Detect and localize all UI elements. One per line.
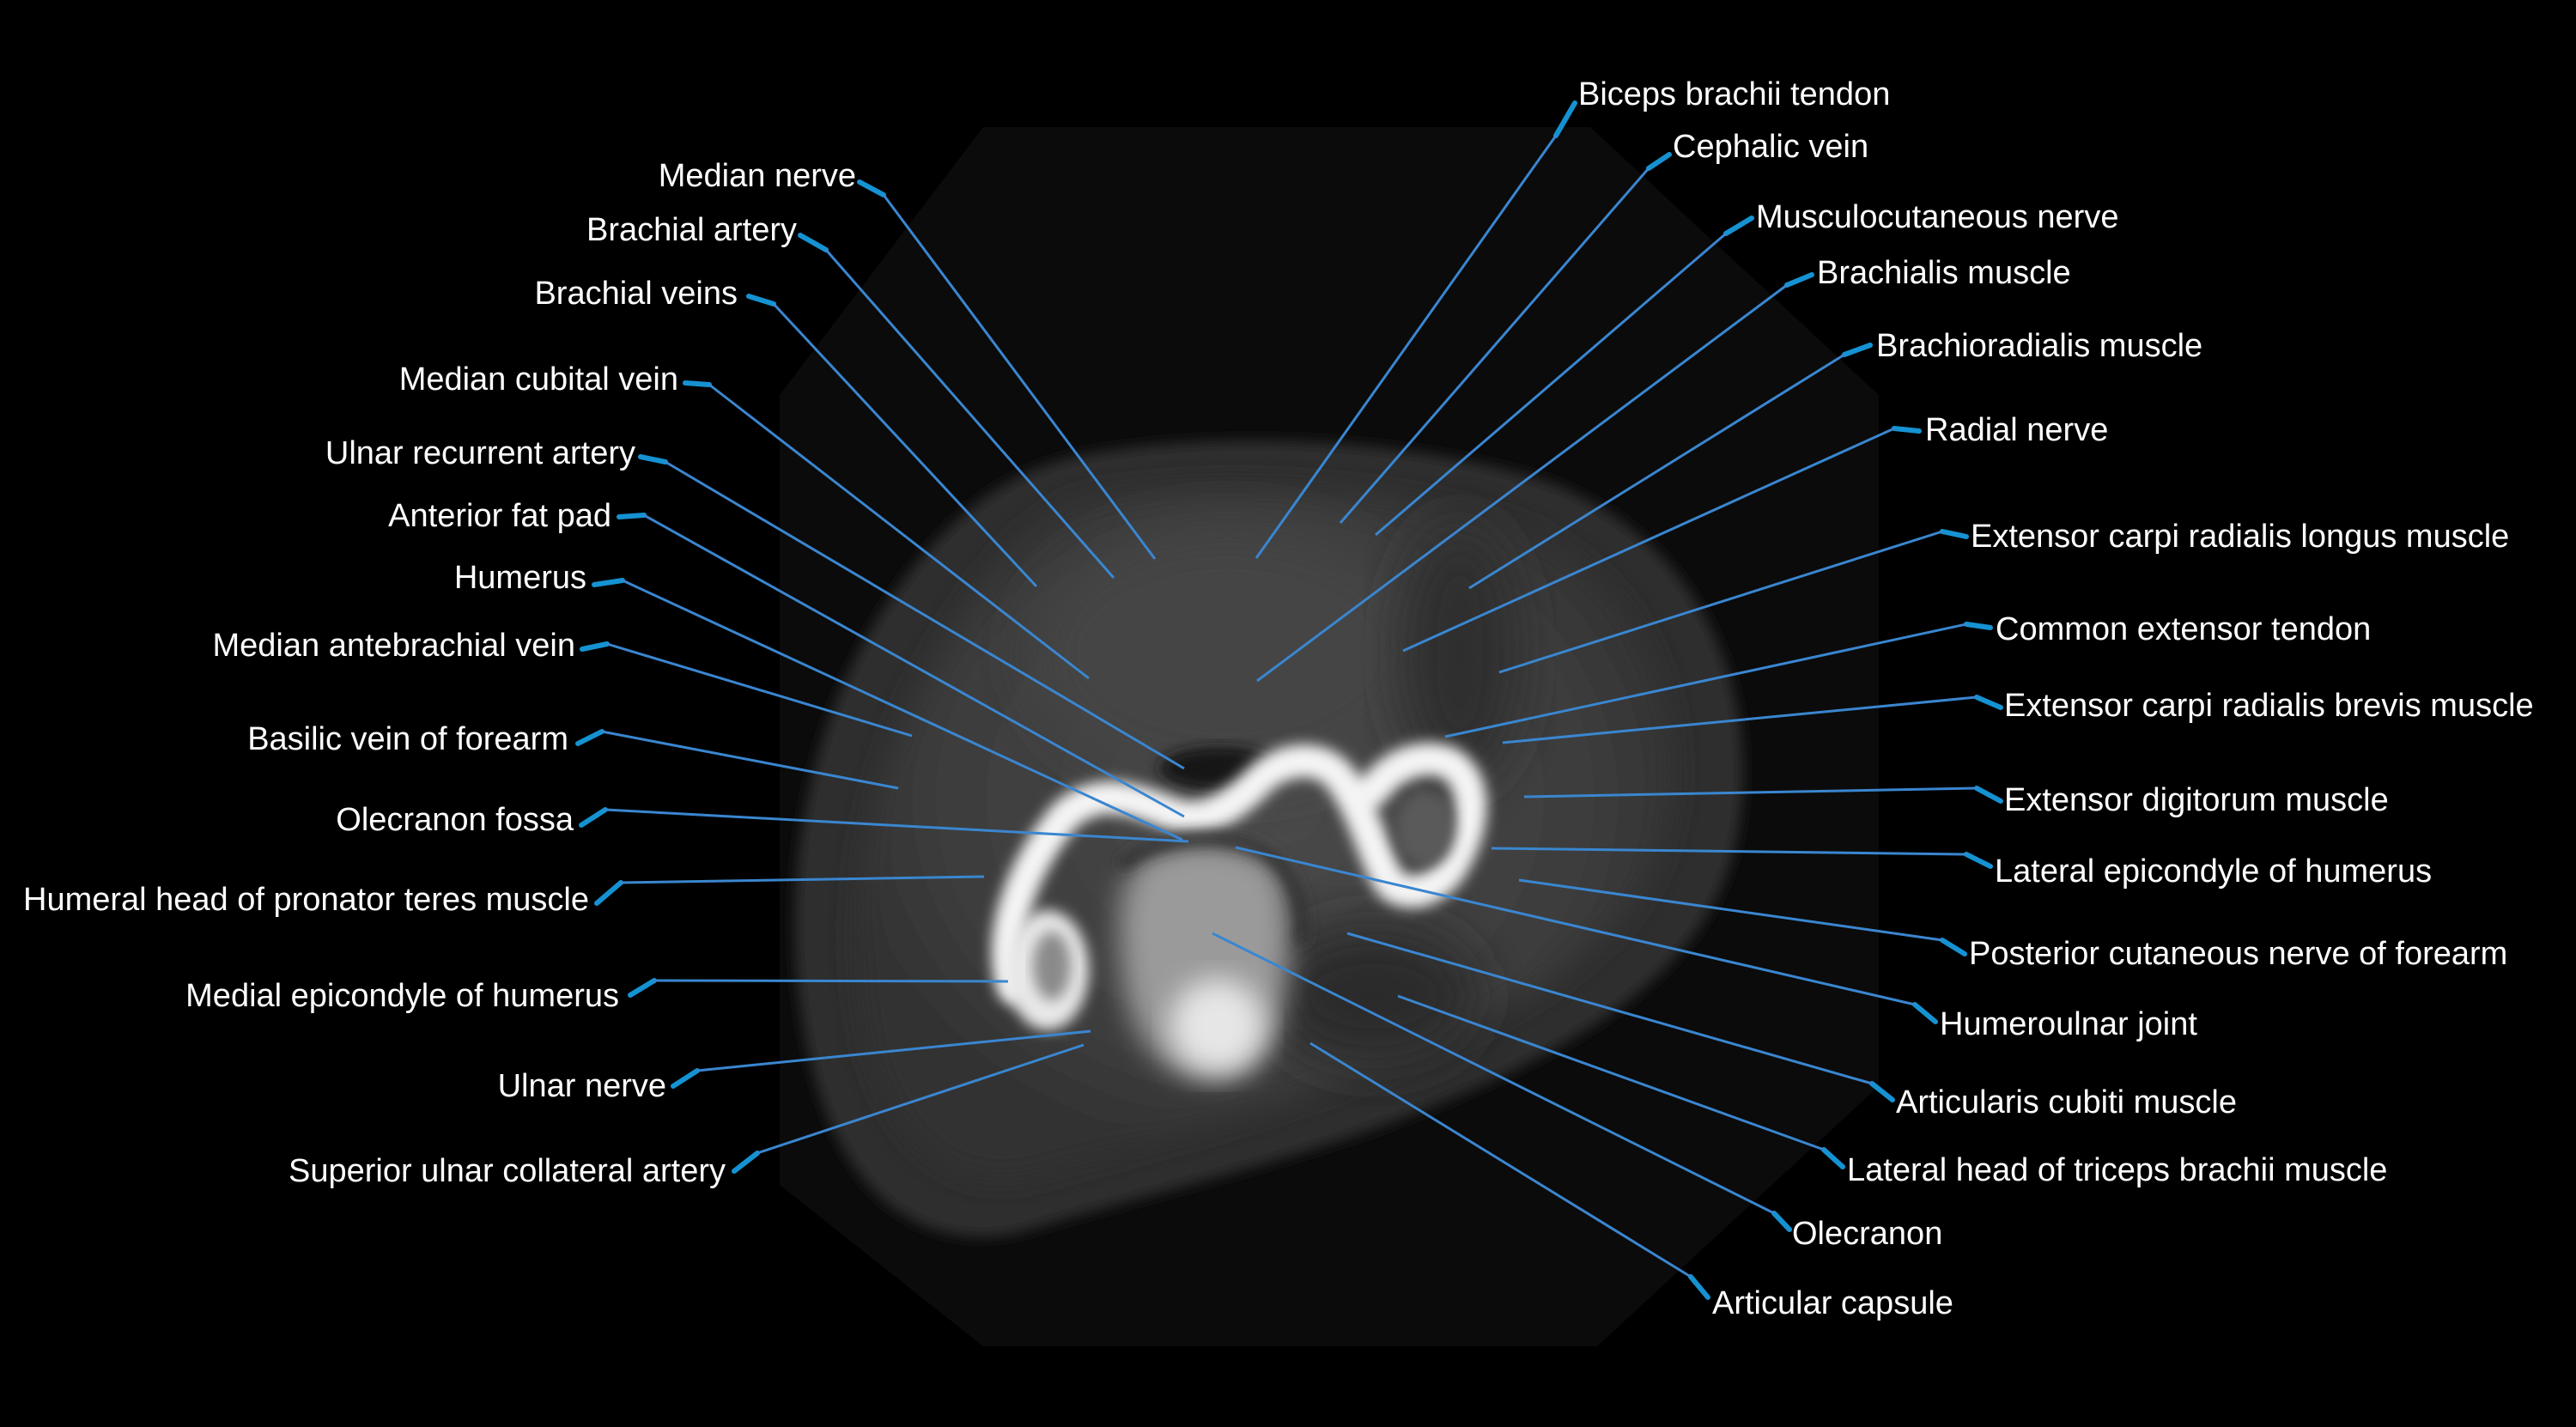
leader-line — [1212, 932, 1775, 1215]
label-extensor-digitorum-muscle: Extensor digitorum muscle — [2004, 782, 2389, 818]
leader-line — [1346, 932, 1873, 1085]
leader-stub — [1964, 852, 1993, 869]
label-olecranon-fossa: Olecranon fossa — [336, 802, 574, 838]
label-humerus: Humerus — [453, 560, 586, 596]
leader-line — [696, 1029, 1091, 1072]
leader-line — [643, 513, 1185, 818]
leader-line — [882, 194, 1157, 560]
label-brachioradialis-muscle: Brachioradialis muscle — [1876, 328, 2203, 364]
leader-line — [1375, 232, 1727, 537]
label-radial-nerve: Radial nerve — [1925, 412, 2109, 448]
leader-stub — [1940, 938, 1967, 956]
leader-stub — [579, 807, 608, 828]
label-humeral-head-of-pronator-teres-muscle: Humeral head of pronator teres muscle — [23, 882, 589, 918]
leader-stub — [638, 454, 668, 465]
label-brachial-veins: Brachial veins — [534, 276, 738, 312]
label-median-nerve: Median nerve — [658, 158, 856, 194]
label-biceps-brachii-tendon: Biceps brachii tendon — [1578, 76, 1891, 112]
leader-lines — [575, 100, 2003, 1300]
leader-stub — [1688, 1274, 1710, 1300]
leader-stub — [1940, 529, 1969, 539]
label-median-antebrachial-vein: Median antebrachial vein — [212, 628, 576, 664]
leader-stub — [746, 294, 776, 307]
leader-line — [1339, 167, 1650, 524]
leader-stub — [1771, 1211, 1792, 1232]
leader-stub — [617, 513, 647, 519]
leader-line — [756, 1043, 1084, 1155]
leader-line — [1235, 846, 1916, 1006]
leader-line — [1502, 695, 1978, 744]
leader-line — [1523, 786, 1978, 799]
leader-line — [1468, 353, 1845, 590]
label-superior-ulnar-collateral-artery: Superior ulnar collateral artery — [288, 1153, 726, 1189]
leader-stub — [1869, 1081, 1895, 1102]
label-extensor-carpi-radialis-brevis-muscle: Extensor carpi radialis brevis muscle — [2004, 688, 2534, 724]
leader-line — [1498, 530, 1943, 674]
leader-line — [1402, 427, 1895, 653]
label-extensor-carpi-radialis-longus-muscle: Extensor carpi radialis longus muscle — [1971, 519, 2510, 555]
leader-line — [1309, 1041, 1692, 1278]
leader-stub — [683, 380, 712, 387]
leader-line — [1491, 847, 1967, 856]
leader-stub — [575, 729, 605, 746]
leader-line — [772, 302, 1038, 588]
leader-stub — [671, 1068, 700, 1089]
label-basilic-vein-of-forearm: Basilic vein of forearm — [247, 721, 568, 757]
leader-line — [601, 730, 899, 790]
arm-cross-section — [794, 440, 1743, 1237]
leader-stub — [1821, 1147, 1845, 1169]
label-common-extensor-tendon: Common extensor tendon — [1996, 611, 2372, 647]
label-brachialis-muscle: Brachialis muscle — [1817, 255, 2071, 291]
label-lateral-epicondyle-of-humerus: Lateral epicondyle of humerus — [1995, 853, 2433, 890]
leader-line — [622, 579, 1183, 841]
leader-stub — [580, 641, 610, 652]
label-olecranon: Olecranon — [1792, 1216, 1943, 1252]
leader-stub — [628, 978, 657, 998]
leader-line — [1518, 878, 1943, 942]
leader-stub — [1723, 216, 1754, 236]
label-lateral-head-of-triceps-brachii-muscle: Lateral head of triceps brachii muscle — [1847, 1152, 2388, 1188]
label-articularis-cubiti-muscle: Articularis cubiti muscle — [1896, 1084, 2237, 1120]
label-musculocutaneous-nerve: Musculocutaneous nerve — [1756, 199, 2119, 235]
label-cephalic-vein: Cephalic vein — [1673, 129, 1869, 165]
leader-stub — [1842, 343, 1873, 357]
leader-stub — [1964, 622, 1993, 630]
leader-stub — [1784, 272, 1814, 288]
label-posterior-cutaneous-nerve-of-forearm: Posterior cutaneous nerve of forearm — [1969, 936, 2508, 972]
leader-stub — [857, 179, 886, 197]
leader-stub — [732, 1151, 760, 1174]
label-medial-epicondyle-of-humerus: Medial epicondyle of humerus — [185, 978, 619, 1014]
leader-stub — [592, 578, 625, 587]
leader-line — [665, 460, 1185, 770]
leader-stub — [1892, 426, 1922, 434]
leader-line — [1444, 622, 1967, 738]
leader-line — [606, 642, 913, 738]
leader-line — [1255, 135, 1558, 559]
label-brachial-artery: Brachial artery — [586, 212, 797, 248]
leader-stub — [1912, 1002, 1938, 1024]
label-humeroulnar-joint: Humeroulnar joint — [1940, 1006, 2197, 1042]
leader-stub — [798, 233, 829, 252]
leader-stub — [1553, 100, 1577, 138]
leader-line — [620, 875, 985, 884]
leader-stub — [1974, 695, 2003, 710]
leader-stub — [1646, 152, 1672, 171]
leader-line — [708, 383, 1090, 680]
leader-stub — [1974, 786, 2003, 804]
label-ulnar-nerve: Ulnar nerve — [497, 1068, 666, 1104]
leader-line — [605, 808, 1189, 843]
leader-stub — [594, 880, 623, 906]
label-articular-capsule: Articular capsule — [1712, 1285, 1953, 1321]
label-anterior-fat-pad: Anterior fat pad — [388, 498, 611, 534]
label-median-cubital-vein: Median cubital vein — [398, 361, 678, 398]
leader-line — [1256, 283, 1788, 683]
leader-line — [824, 249, 1115, 579]
label-ulnar-recurrent-artery: Ulnar recurrent artery — [325, 435, 635, 471]
leader-line — [1397, 994, 1825, 1151]
